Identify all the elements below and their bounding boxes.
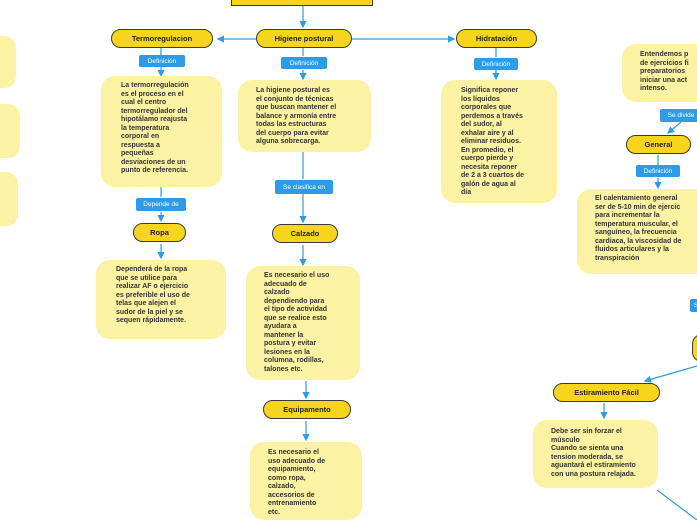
link-label-definicion-general[interactable]: Definición <box>636 165 680 177</box>
link-label-definicion-hidratacion[interactable]: Definición <box>474 58 518 70</box>
node-higiene-postural[interactable]: Higiene postural <box>256 29 352 48</box>
left-offscreen-note-3 <box>0 172 18 226</box>
node-general[interactable]: General <box>626 135 691 154</box>
note-termoregulacion-definition[interactable]: La termorregulación es el proceso en el … <box>101 76 222 187</box>
link-label-se-divide[interactable]: Se divide <box>660 109 697 122</box>
node-equipamento[interactable]: Equipamento <box>263 400 351 419</box>
note-ropa-description[interactable]: Dependerá de la ropa que se utilice para… <box>96 260 226 339</box>
note-entendemos[interactable]: Entendemos p de ejercicios fi preparator… <box>622 44 697 102</box>
node-hidratacion[interactable]: Hidratación <box>456 29 537 48</box>
link-label-partial-s[interactable]: S <box>690 299 697 312</box>
link-label-definicion-higiene[interactable]: Definición <box>281 57 327 69</box>
note-estiramiento-description[interactable]: Debe ser sin forzar el músculo Cuando se… <box>533 420 658 488</box>
note-hidratacion-definition[interactable]: Significa reponer los líquidos corporale… <box>441 80 557 203</box>
link-label-se-clasifica-en[interactable]: Se clasifica en <box>275 180 333 194</box>
note-higiene-definition[interactable]: La higiene postural es el conjunto de té… <box>238 80 371 152</box>
link-label-definicion-termoregulacion[interactable]: Definición <box>139 55 185 67</box>
left-offscreen-note-1 <box>0 36 16 88</box>
main-topic-node[interactable] <box>231 0 373 6</box>
link-label-depende-de[interactable]: Depende de <box>136 198 186 211</box>
note-general-description[interactable]: El calentamiento general ser de 5-10 min… <box>577 189 697 274</box>
note-equipamento-description[interactable]: Es necesario el uso adecuado de equipami… <box>250 442 362 520</box>
node-ropa[interactable]: Ropa <box>133 223 186 242</box>
left-offscreen-note-2 <box>0 104 20 158</box>
node-calzado[interactable]: Calzado <box>272 224 338 243</box>
node-estiramiento-facil[interactable]: Estiramiento Fácil <box>553 383 660 402</box>
node-termoregulacion[interactable]: Termoregulacion <box>111 29 213 48</box>
note-calzado-description[interactable]: Es necesario el uso adecuado de calzado … <box>246 266 360 380</box>
